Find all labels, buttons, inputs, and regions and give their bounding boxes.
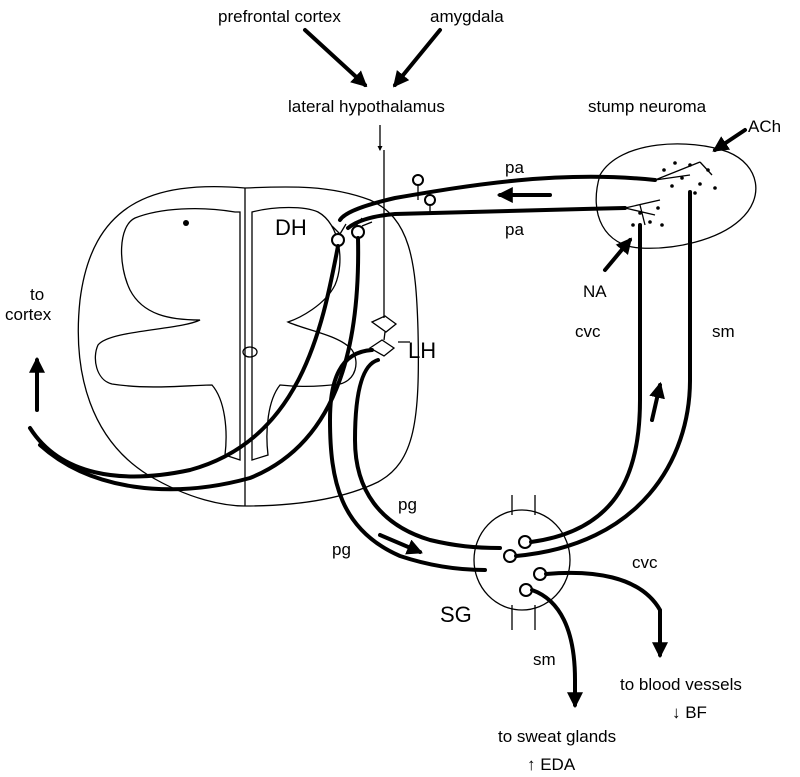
label-to-cortex-1: to <box>30 285 44 304</box>
pg-fiber-2 <box>355 360 500 548</box>
prefrontal-arrow <box>305 30 365 85</box>
pa-node-1 <box>413 175 423 185</box>
postganglionic-fibers <box>516 192 690 705</box>
descending-pathway <box>305 30 440 318</box>
label-ach: ACh <box>748 117 781 136</box>
label-pa-lower: pa <box>505 220 524 239</box>
label-bf: ↓ BF <box>672 703 707 722</box>
pa-fiber-lower <box>348 208 625 228</box>
stump-neuroma-outline <box>596 144 756 248</box>
sympathetic-ganglion <box>474 495 570 630</box>
lateral-horn-neurons <box>370 316 410 356</box>
dorsal-horn-synapses <box>332 218 372 246</box>
primary-afferent-fibers <box>340 175 655 228</box>
ascending-tract-2 <box>40 238 358 489</box>
preganglionic-fibers <box>330 350 500 570</box>
label-eda: ↑ EDA <box>527 755 576 774</box>
label-to-sweat-glands: to sweat glands <box>498 727 616 746</box>
lh-neuron-processes <box>384 332 410 342</box>
label-sg: SG <box>440 602 472 627</box>
label-na: NA <box>583 282 607 301</box>
pa-node-2 <box>425 195 435 205</box>
label-dh: DH <box>275 215 307 240</box>
label-pg-upper: pg <box>398 495 417 514</box>
ach-arrow <box>715 130 745 150</box>
neuroma-fibers-lower <box>625 200 660 225</box>
ascending-tracts <box>30 238 358 489</box>
label-prefrontal-cortex: prefrontal cortex <box>218 7 341 26</box>
label-sm-upper: sm <box>712 322 735 341</box>
label-pg-lower: pg <box>332 540 351 559</box>
cvc-to-neuroma <box>531 225 640 542</box>
cvc-upward-arrow <box>652 385 660 420</box>
spinal-cord-cross-section <box>78 187 418 506</box>
label-amygdala: amygdala <box>430 7 504 26</box>
sm-to-neuroma <box>516 192 690 556</box>
na-arrow <box>605 240 630 270</box>
label-cvc-upper: cvc <box>575 322 601 341</box>
neuroma-dots <box>631 161 717 227</box>
amygdala-arrow <box>395 30 440 85</box>
stump-neuroma <box>596 144 756 248</box>
label-lateral-hypothalamus: lateral hypothalamus <box>288 97 445 116</box>
label-pa-upper: pa <box>505 158 524 177</box>
label-cvc-lower: cvc <box>632 553 658 572</box>
label-stump-neuroma: stump neuroma <box>588 97 707 116</box>
label-sm-lower: sm <box>533 650 556 669</box>
label-lh: LH <box>408 338 436 363</box>
gray-matter-left <box>95 209 240 460</box>
label-to-cortex-2: cortex <box>5 305 52 324</box>
dot-marker <box>183 220 189 226</box>
spinal-cord-outline <box>78 187 418 506</box>
ascending-tract-1 <box>30 246 338 476</box>
label-to-blood-vessels: to blood vessels <box>620 675 742 694</box>
pg-fiber-1 <box>330 350 485 570</box>
